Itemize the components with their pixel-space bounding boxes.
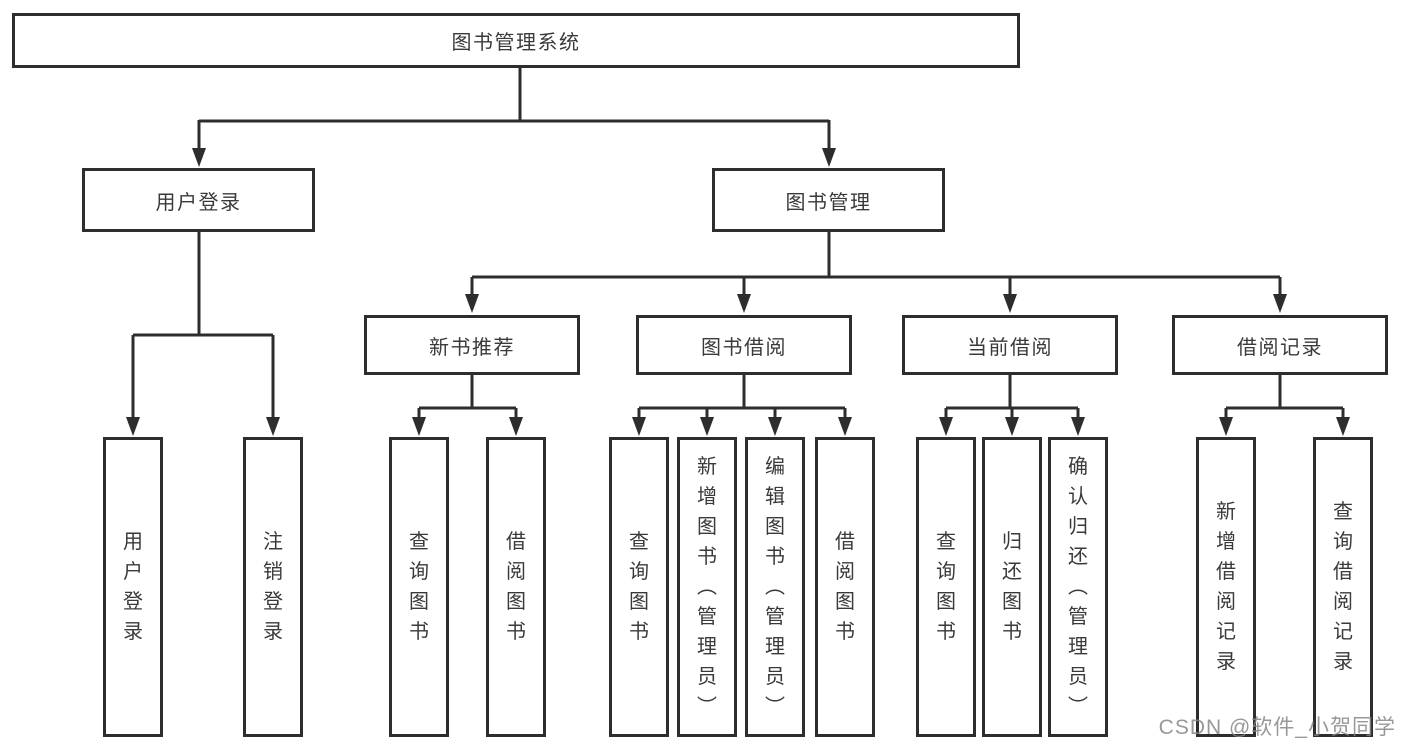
leaf-borrow-edit-books-admin: 编 辑 图 书 ︵ 管 理 员 ︶ xyxy=(745,437,805,737)
watermark: CSDN @软件_小贺同学 xyxy=(1158,716,1396,739)
node-user-login: 用户登录 xyxy=(82,168,315,232)
node-borrowing-records: 借阅记录 xyxy=(1172,315,1388,375)
leaf-logout: 注 销 登 录 xyxy=(243,437,303,737)
leaf-user-login: 用 户 登 录 xyxy=(103,437,163,737)
leaf-current-confirm-return-admin: 确 认 归 还 ︵ 管 理 员 ︶ xyxy=(1048,437,1108,737)
connector-paths xyxy=(131,66,1345,420)
leaf-records-add-borrow-record: 新 增 借 阅 记 录 xyxy=(1196,437,1256,737)
node-library-management-system: 图书管理系统 xyxy=(12,13,1020,68)
leaf-borrow-query-books: 查 询 图 书 xyxy=(609,437,669,737)
arrowheads xyxy=(126,148,1350,436)
leaf-current-query-books: 查 询 图 书 xyxy=(916,437,976,737)
leaf-borrow-borrow-books: 借 阅 图 书 xyxy=(815,437,875,737)
node-new-book-recommend: 新书推荐 xyxy=(364,315,580,375)
node-book-management: 图书管理 xyxy=(712,168,945,232)
node-book-borrowing: 图书借阅 xyxy=(636,315,852,375)
leaf-borrow-add-books-admin: 新 增 图 书 ︵ 管 理 员 ︶ xyxy=(677,437,737,737)
leaf-recommend-borrow-books: 借 阅 图 书 xyxy=(486,437,546,737)
leaf-records-query-borrow-record: 查 询 借 阅 记 录 xyxy=(1313,437,1373,737)
node-current-borrowing: 当前借阅 xyxy=(902,315,1118,375)
leaf-current-return-books: 归 还 图 书 xyxy=(982,437,1042,737)
leaf-recommend-query-books: 查 询 图 书 xyxy=(389,437,449,737)
